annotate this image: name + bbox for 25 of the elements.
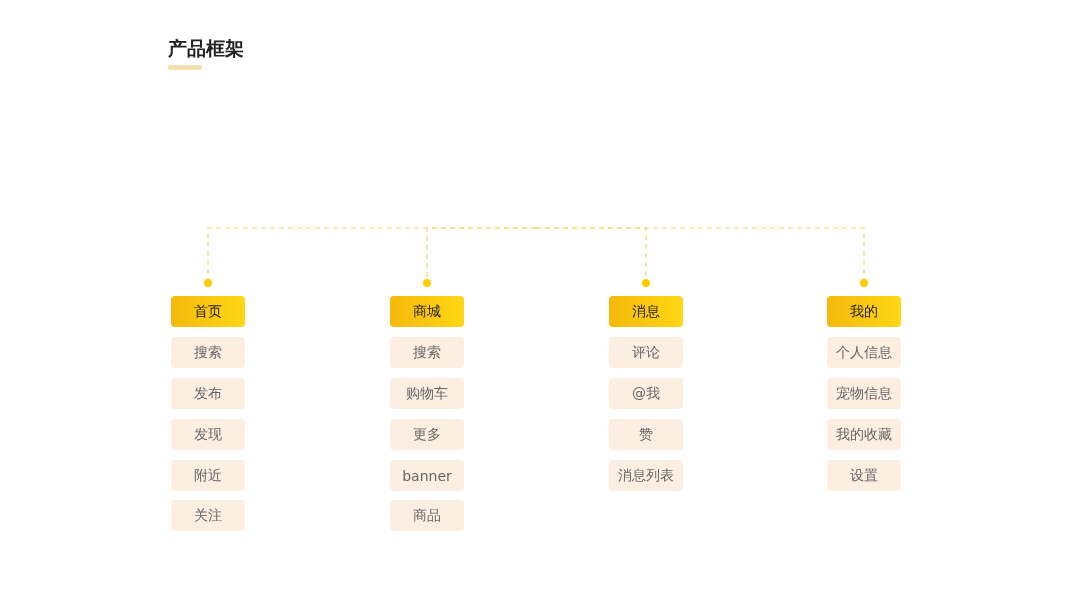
feature-box: 消息列表 bbox=[609, 460, 683, 491]
feature-box: @我 bbox=[609, 378, 683, 409]
feature-box: 我的收藏 bbox=[827, 419, 901, 450]
feature-box: banner bbox=[390, 460, 464, 491]
category-box: 商城 bbox=[390, 296, 464, 327]
category-box: 我的 bbox=[827, 296, 901, 327]
feature-box: 发布 bbox=[171, 378, 245, 409]
feature-box: 评论 bbox=[609, 337, 683, 368]
connector-line bbox=[535, 227, 868, 287]
feature-box: 搜索 bbox=[171, 337, 245, 368]
category-box: 首页 bbox=[171, 296, 245, 327]
feature-box: 赞 bbox=[609, 419, 683, 450]
feature-box: 搜索 bbox=[390, 337, 464, 368]
title: 产品框架 bbox=[168, 36, 244, 61]
category-box: 消息 bbox=[609, 296, 683, 327]
feature-box: 附近 bbox=[171, 460, 245, 491]
feature-box: 购物车 bbox=[390, 378, 464, 409]
feature-box: 设置 bbox=[827, 460, 901, 491]
connector-line bbox=[423, 227, 537, 287]
feature-box: 更多 bbox=[390, 419, 464, 450]
feature-box: 关注 bbox=[171, 500, 245, 531]
feature-box: 宠物信息 bbox=[827, 378, 901, 409]
feature-box: 个人信息 bbox=[827, 337, 901, 368]
feature-box: 发现 bbox=[171, 419, 245, 450]
feature-box: 商品 bbox=[390, 500, 464, 531]
